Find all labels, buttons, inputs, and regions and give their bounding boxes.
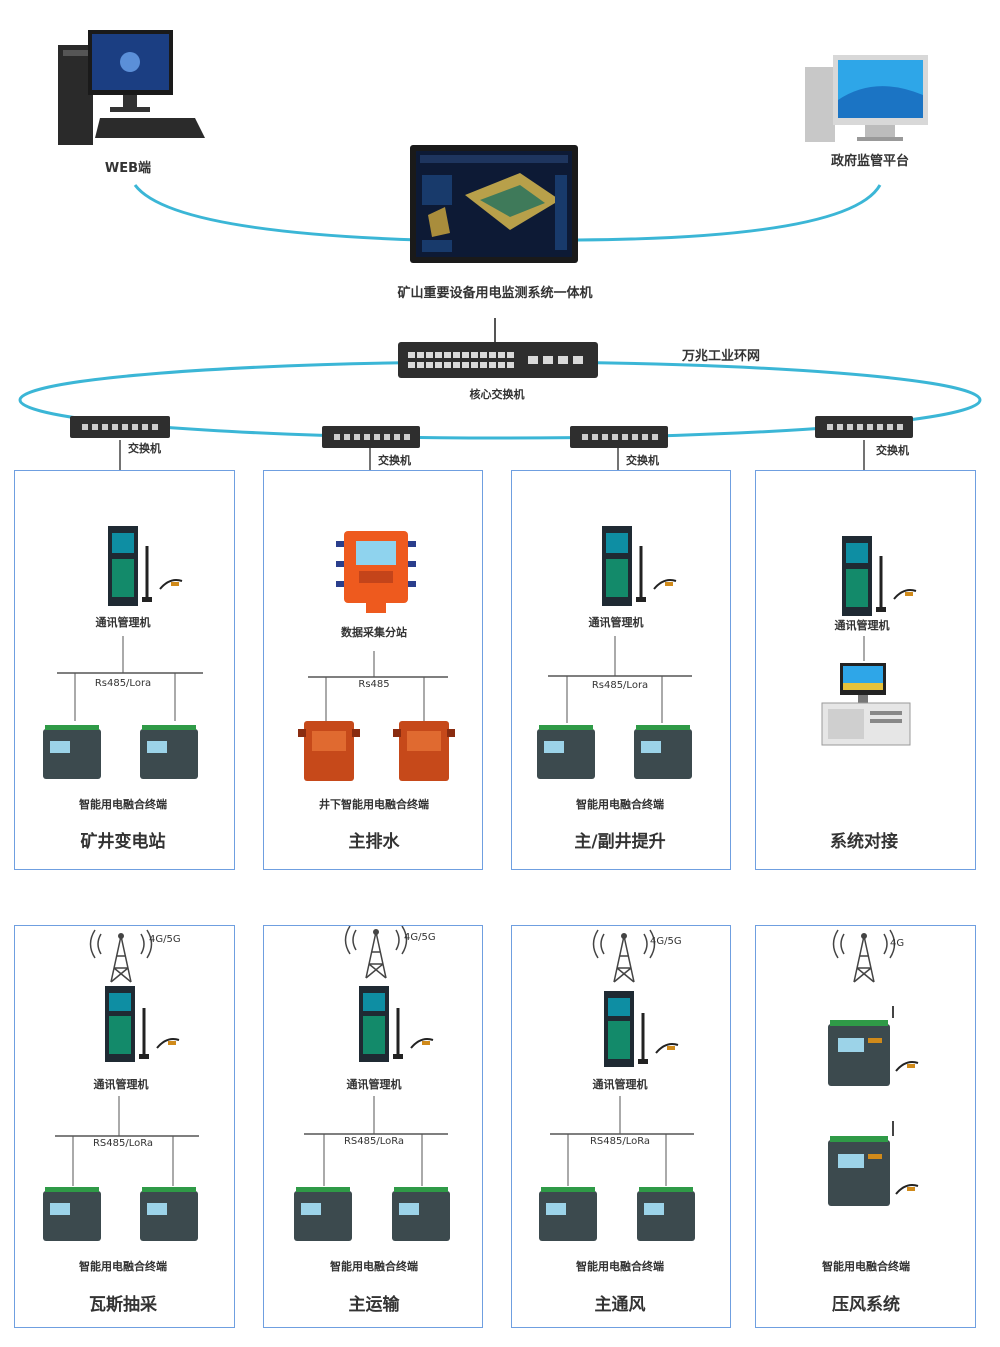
panel-ventilation: 4G/5G 通讯管理机 RS485/LoRa 智能用电融合终端 主通风 [511, 925, 731, 1328]
switch-icon [815, 416, 913, 438]
net-label: 4G [890, 938, 905, 949]
panel-title: 主排水 [348, 832, 400, 852]
terminal-label: 智能用电融合终端 [79, 1260, 167, 1273]
terminal-label: 智能用电融合终端 [576, 1260, 664, 1273]
terminal-label: 智能用电融合终端 [79, 798, 167, 811]
device-label: 通讯管理机 [592, 1078, 648, 1091]
switch-label: 交换机 [128, 442, 161, 455]
device-label: 通讯管理机 [834, 619, 890, 632]
switch-icon [570, 426, 668, 448]
net-label: 4G/5G [404, 932, 436, 943]
gov-computer-icon [805, 55, 935, 145]
device-label: 通讯管理机 [93, 1078, 149, 1091]
panel-integration: 通讯管理机 系统对接 [755, 470, 976, 870]
panel-title: 主/副井提升 [574, 832, 666, 852]
panel-title: 矿井变电站 [80, 832, 166, 852]
terminal-label: 智能用电融合终端 [330, 1260, 418, 1273]
switch-label: 交换机 [876, 444, 909, 457]
bus-label: RS485/LoRa [92, 1138, 154, 1149]
panel-title: 系统对接 [830, 832, 898, 852]
device-label: 通讯管理机 [346, 1078, 402, 1091]
panel-hoist: 通讯管理机 Rs485/Lora 智能用电融合终端 主/副井提升 [511, 470, 731, 870]
switch-label: 交换机 [626, 454, 659, 467]
main-label: 矿山重要设备用电监测系统一体机 [397, 286, 593, 301]
bus-label: Rs485 [358, 679, 390, 690]
terminal-label: 井下智能用电融合终端 [319, 798, 429, 811]
main-monitor-icon [410, 145, 580, 265]
bus-label: RS485/LoRa [343, 1136, 405, 1147]
device-label: 数据采集分站 [341, 626, 407, 639]
core-switch-label: 核心交换机 [469, 388, 525, 401]
device-label: 通讯管理机 [588, 616, 644, 629]
web-label: WEB端 [104, 161, 152, 176]
bus-label: Rs485/Lora [591, 680, 649, 691]
device-label: 通讯管理机 [95, 616, 151, 629]
core-switch-icon [398, 342, 598, 380]
panel-title: 主通风 [594, 1295, 646, 1315]
bus-label: Rs485/Lora [94, 678, 152, 689]
net-label: 4G/5G [650, 936, 682, 947]
terminal-label: 智能用电融合终端 [822, 1260, 910, 1273]
gov-label: 政府监管平台 [830, 154, 910, 169]
switch-label: 交换机 [378, 454, 411, 467]
panel-gas-drainage: 4G/5G 通讯管理机 RS485/LoRa 智能用电融合终端 瓦斯抽采 [14, 925, 235, 1328]
ring-label: 万兆工业环网 [682, 349, 761, 364]
panel-substation: 通讯管理机 Rs485/Lora 智能用电融合终端 矿井变电站 [14, 470, 235, 870]
panel-compressed-air: 4G 智能用电融合终端 压风系统 [755, 925, 976, 1328]
panel-transport: 4G/5G 通讯管理机 RS485/LoRa 智能用电融合终端 主运输 [263, 925, 483, 1328]
panel-drainage: 数据采集分站 Rs485 井下智能用电融合终端 主排水 [263, 470, 483, 870]
bus-label: RS485/LoRa [589, 1136, 651, 1147]
web-computer-icon [55, 30, 205, 150]
panel-title: 主运输 [348, 1295, 400, 1315]
switch-icon [70, 416, 170, 438]
terminal-label: 智能用电融合终端 [576, 798, 664, 811]
net-label: 4G/5G [149, 934, 181, 945]
panel-title: 压风系统 [832, 1295, 900, 1315]
switch-icon [322, 426, 420, 448]
panel-title: 瓦斯抽采 [89, 1295, 157, 1315]
